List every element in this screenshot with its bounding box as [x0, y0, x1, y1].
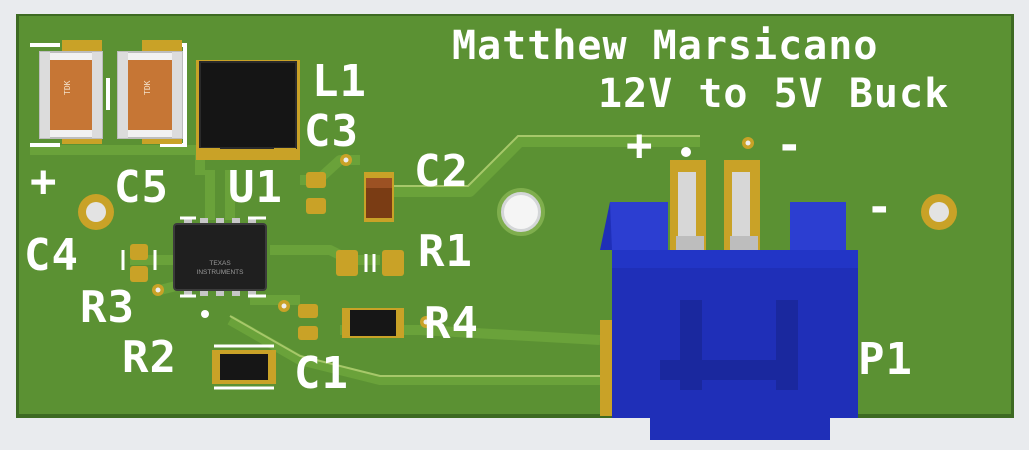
- u1-silk-marks: [180, 216, 266, 298]
- ref-r2: R2: [122, 332, 177, 383]
- connector-plus-label: +: [626, 120, 654, 171]
- ic-u1: TEXAS INSTRUMENTS: [173, 218, 267, 296]
- ref-c3: C3: [304, 106, 359, 157]
- cap-c5-right: TDK: [117, 40, 183, 144]
- cap-brand: TDK: [143, 80, 152, 95]
- cap-c3: [306, 172, 326, 214]
- board-title-line2: 12V to 5V Buck: [598, 71, 950, 117]
- ref-c4: C4: [24, 230, 79, 281]
- resistor-r3: [121, 244, 157, 282]
- via-hole: [155, 287, 161, 293]
- connector-minus-label: -: [776, 120, 804, 171]
- ic-logo-line2: INSTRUMENTS: [197, 269, 245, 276]
- ic-logo-line1: TEXAS: [209, 260, 231, 267]
- ref-c5: C5: [114, 162, 169, 213]
- ref-u1: U1: [228, 162, 283, 213]
- pin1-dot: [201, 310, 209, 318]
- ref-c2: C2: [414, 146, 469, 197]
- plus-pad-hole: [86, 202, 106, 222]
- via-hole: [281, 303, 287, 309]
- ref-c1: C1: [294, 348, 349, 399]
- connector-p1: [600, 160, 858, 440]
- plus-left-label: +: [30, 156, 58, 207]
- resistor-r4: [342, 308, 404, 338]
- resistor-r2: [212, 344, 276, 390]
- cap-brand: TDK: [63, 80, 72, 95]
- mounting-hole-inner: [504, 195, 538, 229]
- via-hole: [745, 140, 751, 146]
- cap-c2: [364, 172, 394, 222]
- ref-p1: P1: [858, 334, 913, 385]
- board-title-line1: Matthew Marsicano: [452, 23, 879, 69]
- resistor-r1: [336, 250, 404, 276]
- cap-c5-left: TDK: [39, 40, 103, 144]
- connector-pin1-dot: [681, 147, 691, 157]
- minus-pad-hole: [929, 202, 949, 222]
- via-hole: [423, 319, 429, 325]
- trace-highlights: [229, 135, 700, 377]
- cap-c1-pads: [298, 304, 318, 340]
- via-hole: [343, 157, 349, 163]
- ref-r1: R1: [418, 226, 473, 277]
- ref-r3: R3: [80, 282, 135, 333]
- inductor-l1: [196, 60, 300, 160]
- ref-l1: L1: [312, 56, 367, 107]
- ref-r4: R4: [424, 298, 479, 349]
- minus-right-label: -: [866, 182, 894, 233]
